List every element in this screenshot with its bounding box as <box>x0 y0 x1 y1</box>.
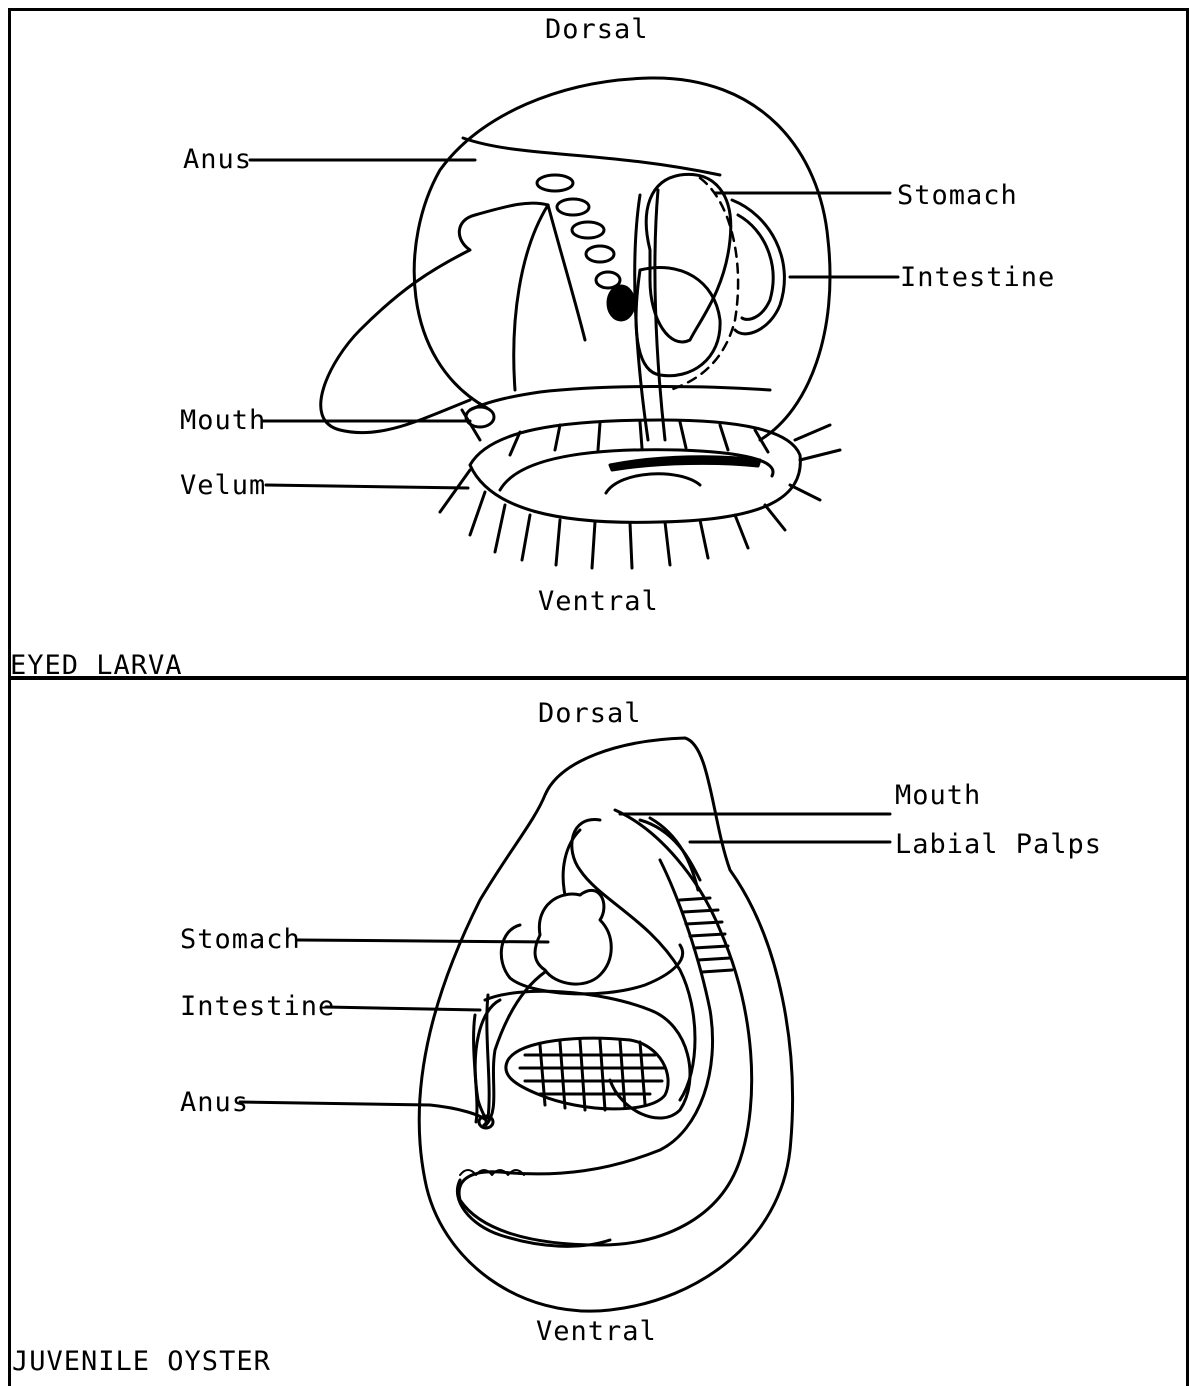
oyster-intestine <box>486 972 545 1125</box>
label-velum: Velum <box>180 472 266 499</box>
label-mouth-top: Mouth <box>180 407 266 434</box>
orientation-ventral-bottom: Ventral <box>536 1318 657 1345</box>
labial-palp-striations <box>680 898 732 972</box>
juvenile-oyster-illustration <box>240 738 890 1311</box>
leader-stomach-juvenile <box>298 940 548 942</box>
label-anus-bottom: Anus <box>180 1089 249 1116</box>
oyster-gill-inner <box>572 820 695 1100</box>
leader-intestine-juvenile <box>326 1007 480 1010</box>
panel-title-eyed-larva: EYED LARVA <box>10 652 183 679</box>
larva-esophagus <box>635 190 665 440</box>
orientation-dorsal-bottom: Dorsal <box>538 700 642 727</box>
label-intestine-top: Intestine <box>900 264 1055 291</box>
gill-lamella <box>572 222 604 238</box>
orientation-dorsal-top: Dorsal <box>545 16 649 43</box>
oyster-gland-mesh <box>520 1040 665 1110</box>
eyed-larva-illustration <box>250 78 898 568</box>
larva-velum-inner <box>500 450 773 490</box>
label-stomach-top: Stomach <box>897 182 1018 209</box>
orientation-ventral-top: Ventral <box>538 588 659 615</box>
leader-anus-juvenile <box>240 1102 486 1120</box>
oyster-intestine-loop <box>501 925 682 994</box>
label-anus-top: Anus <box>183 146 252 173</box>
larva-velum-arc <box>606 474 700 493</box>
gill-lamella <box>586 246 614 262</box>
larva-velum-band <box>610 457 760 470</box>
larva-rectum <box>463 138 720 175</box>
gill-lamella <box>557 199 589 215</box>
leader-velum <box>266 485 468 488</box>
label-stomach-bottom: Stomach <box>180 926 301 953</box>
oyster-stomach-neck <box>563 830 580 895</box>
label-mouth-bottom: Mouth <box>895 782 981 809</box>
gill-lamella <box>537 175 573 191</box>
larva-intestine-inner <box>738 215 773 319</box>
eye-spot <box>608 286 634 320</box>
oyster-mantle-fringe <box>457 1180 610 1246</box>
label-intestine-bottom: Intestine <box>180 993 335 1020</box>
oyster-stomach <box>535 890 611 984</box>
panel-title-juvenile-oyster: JUVENILE OYSTER <box>12 1348 271 1375</box>
label-labial-palps: Labial Palps <box>895 831 1102 858</box>
